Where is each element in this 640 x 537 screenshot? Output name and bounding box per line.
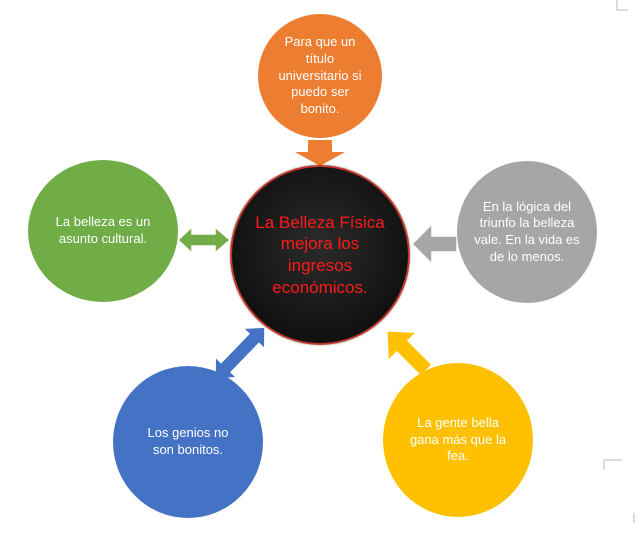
node-bottom-right-text: La gente bella gana más que la fea. bbox=[409, 415, 507, 464]
node-top: Para que un título universitario si pued… bbox=[258, 14, 382, 138]
node-center-text: La Belleza Física mejora los ingresos ec… bbox=[255, 212, 385, 297]
node-left-text: La belleza es un asunto cultural. bbox=[55, 214, 151, 246]
arrow-bottom-right-up-icon bbox=[385, 329, 434, 378]
node-left: La belleza es un asunto cultural. bbox=[28, 160, 178, 302]
node-right-text: En la lógica del triunfo la belleza vale… bbox=[474, 198, 580, 264]
corner-mark-bottom-right bbox=[603, 459, 622, 470]
node-bottom-left: Los genios no son bonitos. bbox=[113, 366, 263, 518]
node-bottom-left-text: Los genios no son bonitos. bbox=[147, 425, 229, 457]
corner-mark-top-right bbox=[616, 0, 628, 11]
node-bottom-right: La gente bella gana más que la fea. bbox=[383, 363, 533, 517]
node-top-text: Para que un título universitario si pued… bbox=[278, 34, 362, 116]
node-center: La Belleza Física mejora los ingresos ec… bbox=[230, 165, 410, 345]
arrow-top-down-icon bbox=[295, 140, 345, 166]
arrow-bottom-left-double-icon bbox=[214, 326, 266, 380]
node-right: En la lógica del triunfo la belleza vale… bbox=[457, 161, 597, 303]
arrow-right-left-icon bbox=[410, 222, 458, 266]
page-corner-marks bbox=[603, 0, 635, 523]
arrow-left-double-icon bbox=[176, 225, 232, 255]
